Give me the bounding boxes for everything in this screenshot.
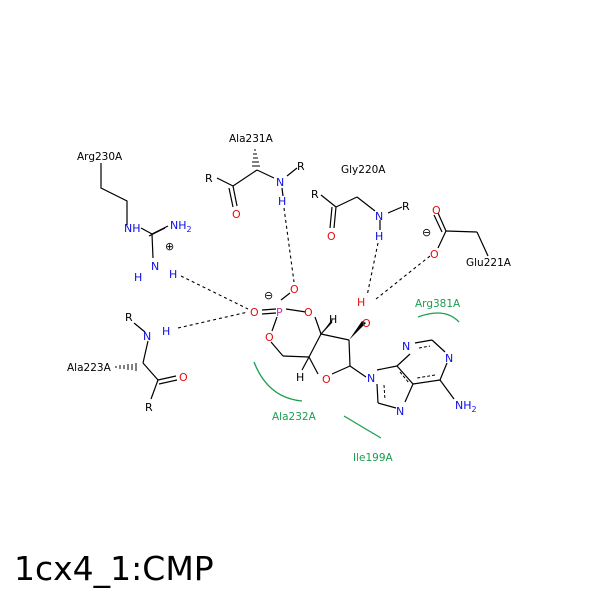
h-ribose-oh: H xyxy=(357,296,365,309)
hydrophobic-arg381: Arg381A xyxy=(415,298,461,310)
o-gly220: O xyxy=(327,230,336,243)
arc-arg381 xyxy=(417,312,460,323)
nh2-arg230: NH2 xyxy=(170,219,192,234)
plus-arg230: ⊕ xyxy=(165,240,174,253)
r-gly220-n: R xyxy=(402,200,410,213)
o-ribose-ring: O xyxy=(322,373,331,386)
h-ribose-c3: H xyxy=(329,313,337,326)
h-ala223: H xyxy=(162,325,170,338)
o-phosphate-left: O xyxy=(250,306,259,319)
arc-ile199 xyxy=(343,415,382,439)
h-gly220: H xyxy=(375,230,383,243)
p-phosphate: P xyxy=(276,306,283,319)
n7-adenine: N xyxy=(396,405,404,418)
o-phosphate-bottom: O xyxy=(265,331,274,344)
arc-ala232 xyxy=(253,361,303,402)
hydrophobic-ala232: Ala232A xyxy=(272,411,317,423)
hydrogen-bonds xyxy=(177,207,431,329)
h1-arg230: H xyxy=(134,271,142,284)
r-ala223-n: R xyxy=(125,311,133,324)
residue-ala223: Ala223A xyxy=(67,362,112,374)
n1-adenine: N xyxy=(445,352,453,365)
hydrophobic-arcs xyxy=(253,312,460,439)
r-ala231-n: R xyxy=(297,160,305,173)
n-ala223: N xyxy=(143,330,151,343)
o1-glu221: O xyxy=(432,204,441,217)
stereo-bonds xyxy=(115,149,366,371)
nh2-adenine: NH2 xyxy=(455,399,477,414)
o-ala223: O xyxy=(179,371,188,384)
aromatic-bonds xyxy=(383,345,436,401)
residue-glu221: Glu221A xyxy=(466,257,512,269)
h2-arg230: H xyxy=(169,268,177,281)
h-ribose-c4: H xyxy=(296,371,304,384)
nh2-adenine-sub: 2 xyxy=(472,405,477,414)
r-ala231-c: R xyxy=(205,172,213,185)
residue-labels: Arg230A Ala231A Gly220A Glu221A Ala223A … xyxy=(67,133,512,464)
hydrophobic-ile199: Ile199A xyxy=(353,452,394,464)
minus-glu221: ⊖ xyxy=(422,226,431,239)
nh2-arg230-text: NH xyxy=(170,219,187,232)
o-phosphate-right: O xyxy=(304,306,313,319)
n-arg230: N xyxy=(151,260,159,273)
atom-labels: R O N R H R O N R H O O ⊖ NH NH2 ⊕ N H H… xyxy=(124,160,477,418)
o-phosphate-top: O xyxy=(290,283,299,296)
o-ribose-oh: O xyxy=(362,317,371,330)
diagram-title: 1cx4_1:CMP xyxy=(14,549,214,588)
h-ala231: H xyxy=(278,195,286,208)
residue-gly220: Gly220A xyxy=(341,164,386,176)
nh2-arg230-sub: 2 xyxy=(187,225,192,234)
minus-phosphate: ⊖ xyxy=(264,289,273,302)
n3-adenine: N xyxy=(402,340,410,353)
n9-adenine: N xyxy=(367,372,375,385)
nh-arg230: NH xyxy=(124,222,141,235)
o-ala231: O xyxy=(232,208,241,221)
residue-ala231: Ala231A xyxy=(229,133,274,145)
r-gly220-c: R xyxy=(311,188,319,201)
nh2-adenine-text: NH xyxy=(455,399,472,412)
o2-glu221: O xyxy=(430,248,439,261)
r-ala223-c: R xyxy=(145,401,153,414)
n-ala231: N xyxy=(276,176,284,189)
residue-arg230: Arg230A xyxy=(77,151,123,163)
n-gly220: N xyxy=(375,210,383,223)
bonds xyxy=(100,163,489,409)
